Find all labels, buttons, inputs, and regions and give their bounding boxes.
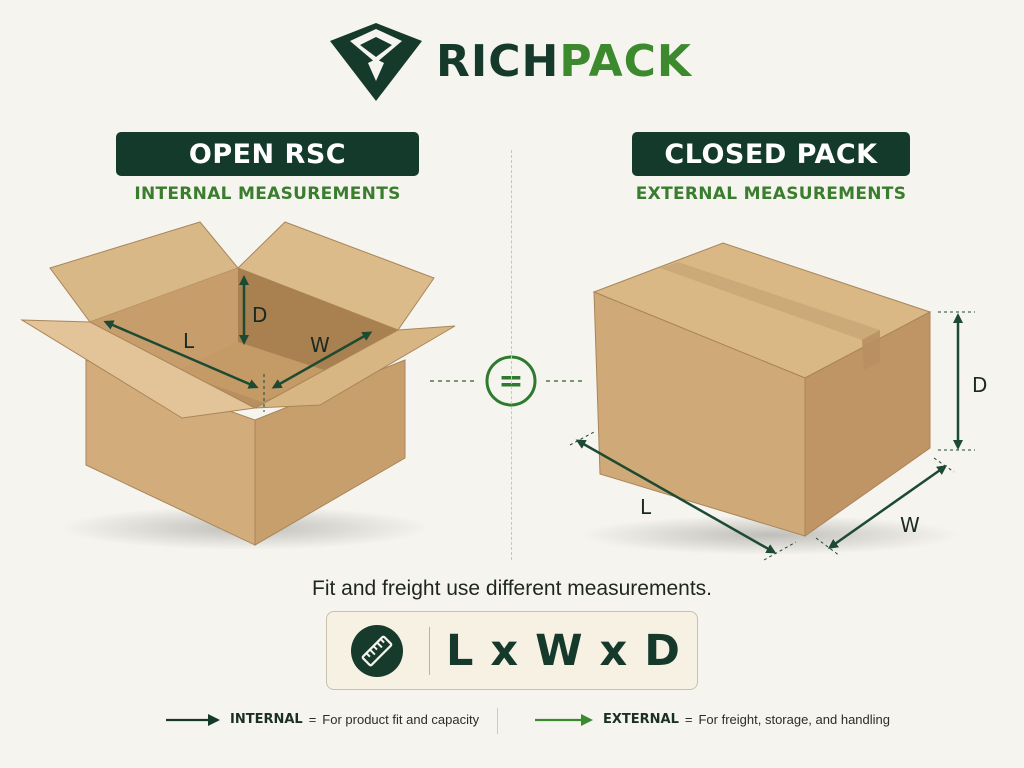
legend-internal-desc: For product fit and capacity bbox=[322, 712, 480, 727]
formula-text: L x W x D bbox=[446, 625, 681, 676]
open-rsc-title: OPEN RSC bbox=[116, 132, 419, 176]
caption: Fit and freight use different measuremen… bbox=[312, 577, 712, 600]
legend-external-eq: = bbox=[684, 712, 693, 727]
legend-separator bbox=[497, 708, 498, 734]
ruler-icon bbox=[361, 635, 393, 666]
open-box: D L W bbox=[20, 221, 456, 550]
arrow-right-icon bbox=[166, 713, 220, 726]
arrow-right-icon bbox=[535, 713, 593, 726]
legend-internal: INTERNAL = For product fit and capacity bbox=[166, 712, 479, 727]
closed-dim-l: L bbox=[640, 495, 652, 519]
internal-measurements-subtitle: INTERNAL MEASUREMENTS bbox=[134, 184, 401, 204]
closed-box: D L W bbox=[569, 242, 987, 561]
closed-dim-w: W bbox=[900, 513, 920, 537]
ruler-badge bbox=[351, 624, 403, 677]
center-divider bbox=[511, 150, 512, 560]
legend: INTERNAL = For product fit and capacity … bbox=[0, 708, 1024, 738]
legend-internal-eq: = bbox=[308, 712, 317, 727]
open-dim-d: D bbox=[252, 303, 267, 327]
legend-external: EXTERNAL = For freight, storage, and han… bbox=[535, 712, 890, 727]
formula-box: L x W x D bbox=[326, 611, 698, 690]
closed-dim-d: D bbox=[972, 373, 987, 397]
open-dim-l: L bbox=[183, 329, 195, 353]
equals-connector: = bbox=[430, 355, 584, 407]
logo-mark-icon bbox=[330, 23, 422, 101]
brand-name-pack: PACK bbox=[559, 36, 693, 87]
formula-separator bbox=[429, 626, 430, 675]
open-dim-w: W bbox=[310, 333, 330, 357]
brand-logo: RICHPACK bbox=[330, 22, 750, 102]
legend-external-key: EXTERNAL bbox=[603, 712, 679, 727]
external-measurements-subtitle: EXTERNAL MEASUREMENTS bbox=[635, 184, 907, 204]
legend-internal-key: INTERNAL bbox=[230, 712, 303, 727]
brand-name-rich: RICH bbox=[436, 36, 560, 87]
closed-pack-title: CLOSED PACK bbox=[632, 132, 910, 176]
legend-external-desc: For freight, storage, and handling bbox=[698, 712, 890, 727]
brand-name: RICHPACK bbox=[436, 40, 692, 84]
